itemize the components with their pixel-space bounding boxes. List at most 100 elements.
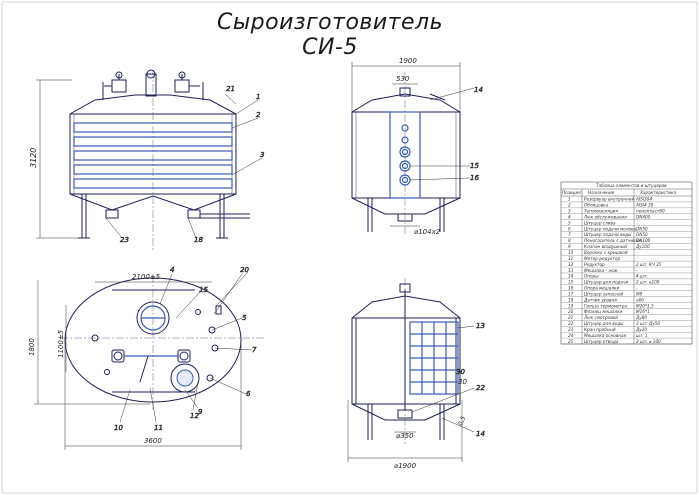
table-cell: DN50 xyxy=(636,232,648,237)
dim-30: 30 xyxy=(458,378,467,386)
table-cell: Пеногаситель с датчиком xyxy=(584,238,641,243)
callout-label: 23 xyxy=(120,236,129,244)
section-view: ⌀350 ⌀1900 30 0,5 xyxy=(347,278,467,470)
table-cell: Штуцер подачи молока xyxy=(584,226,637,231)
callout-label: 15 xyxy=(199,286,208,294)
front-view: 3120 xyxy=(29,69,250,250)
table-cell: Мотор-редуктор xyxy=(584,256,620,261)
table-cell: 2 xyxy=(568,203,571,208)
table-cell: шт. 1 xyxy=(636,333,648,338)
table-cell: 2 шт. ⌀100 xyxy=(636,280,660,285)
table-cell: 7 xyxy=(568,232,571,237)
table-cell: Штуцер отвода xyxy=(584,339,619,344)
table-cell: 19 xyxy=(568,303,574,308)
table-cell: Опоры xyxy=(584,274,599,279)
table-cell: Клапан воздушный xyxy=(584,244,627,249)
table-header: Характеристика xyxy=(639,190,677,195)
table-cell: Штуцер слива xyxy=(584,220,616,225)
table-cell: DN50 xyxy=(636,226,648,231)
table-cell: 21 xyxy=(568,315,574,320)
callout-label: 21 xyxy=(226,85,235,93)
table-cell: 23 xyxy=(568,327,574,332)
table-cell: ⌀60 xyxy=(636,297,644,302)
callout-label: 18 xyxy=(194,236,203,244)
table-cell: 25 xyxy=(568,339,574,344)
table-cell: Штуцер подачи воды xyxy=(584,232,632,237)
table-cell: Мешалка - нож xyxy=(584,268,618,273)
table-cell: Теплоизоляция xyxy=(584,209,618,214)
callout-label: 15 xyxy=(470,162,479,170)
jacket-bands xyxy=(73,122,233,189)
table-cell: Мешалка основная xyxy=(584,333,627,338)
table-cell: М20*1,5 xyxy=(636,303,654,308)
dim-3600: 3600 xyxy=(144,437,162,445)
table-cell: 10 xyxy=(568,250,574,255)
table-cell: 6 xyxy=(568,226,571,231)
front-body xyxy=(69,113,237,195)
table-cell: Фланец мешалки xyxy=(584,309,623,314)
table-cell: Редуктор xyxy=(584,262,605,267)
callout-label: 6 xyxy=(246,390,251,398)
table-cell: Люк смотровой xyxy=(583,315,618,320)
table-cell: 4 шт. xyxy=(636,274,648,279)
table-cell: 5 xyxy=(568,220,571,225)
table-cell: 3 шт. Ду50 xyxy=(636,321,660,326)
table-cell: - xyxy=(636,268,638,273)
table-cell: 11 xyxy=(568,256,574,261)
elements-table: Таблица элементов и штуцеров Позиция Наз… xyxy=(560,181,693,345)
callout-label: 20 xyxy=(240,266,249,274)
callout-label: 10 xyxy=(114,424,123,432)
callout-label: 16 xyxy=(470,174,479,182)
table-cell: - xyxy=(636,256,638,261)
dim-1100: 1100±5 xyxy=(57,329,65,358)
table-cell: Кран пробный xyxy=(584,327,616,332)
table-cell: 12 xyxy=(568,262,574,267)
table-cell: 17 xyxy=(568,291,574,296)
callout-label: 2 xyxy=(256,111,261,119)
table-cell: Датчик уровня xyxy=(583,297,617,302)
table-cell: Облицовка xyxy=(584,203,609,208)
table-cell: 2 шт. ⌀ 100 xyxy=(636,339,661,344)
callout-label: 9 xyxy=(198,408,203,416)
table-cell: 15 xyxy=(568,280,574,285)
table-cell: 16 xyxy=(568,286,574,291)
table-cell: АISI304 xyxy=(635,197,652,202)
callouts: 21 1 2 3 23 18 14 15 16 4 20 15 5 7 6 9 … xyxy=(105,85,486,438)
table-cell: - xyxy=(636,286,638,291)
callout-label: 14 xyxy=(474,86,483,94)
dim-height: 3120 xyxy=(29,148,38,168)
table-header: Назначение xyxy=(588,190,615,195)
table-cell: Люк обслуживания xyxy=(583,214,627,219)
table-cell: 20 xyxy=(568,309,574,314)
table-cell: 14 xyxy=(568,274,574,279)
callout-label: 22 xyxy=(476,384,485,392)
callout-label: 7 xyxy=(252,346,257,354)
table-cell: AISI4 30 xyxy=(635,203,654,208)
table-cell: - xyxy=(636,250,638,255)
callout-label: 3 xyxy=(260,151,264,159)
side-view: 1900 530 ⌀104х2 xyxy=(351,57,461,236)
table-cell: 24 xyxy=(568,333,574,338)
table-header: Позиция xyxy=(562,190,581,195)
table-cell: Резервуар внутренний xyxy=(584,197,635,202)
table-cell: 9 xyxy=(568,244,571,249)
table-cell: Воронка с крышкой xyxy=(584,250,628,255)
table-caption: Таблица элементов и штуцеров xyxy=(596,183,667,188)
dim-1800: 1800 xyxy=(28,338,36,356)
dim-2100: 2100±5 xyxy=(132,273,161,281)
table-cell: Опора мешалки xyxy=(584,286,619,291)
dim-05: 0,5 xyxy=(457,415,467,427)
callout-label: 4 xyxy=(170,266,174,274)
table-cell: DN400 xyxy=(636,214,651,219)
dim-530: 530 xyxy=(396,75,410,83)
top-fittings-front xyxy=(102,69,204,100)
plan-view: 2100±5 1100±5 1800 3600 xyxy=(28,273,265,450)
table-cell: 8 xyxy=(568,238,571,243)
table-cell: пенопласт60 xyxy=(636,209,665,214)
table-cell: Штуцер для воды xyxy=(584,321,624,326)
table-cell: М16*1 xyxy=(636,309,650,314)
table-cell: - xyxy=(636,220,638,225)
